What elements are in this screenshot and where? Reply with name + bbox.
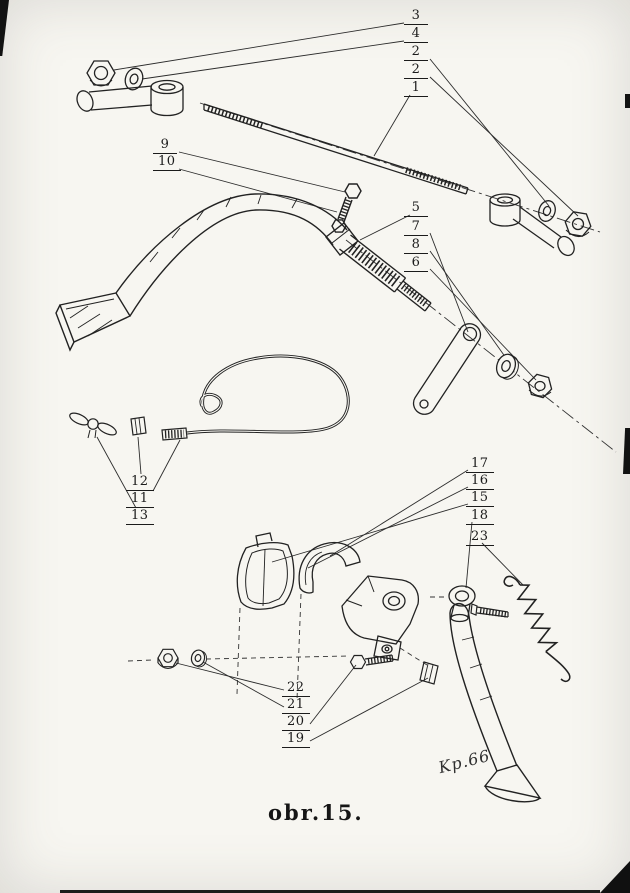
part-label-10: 10 [153,154,181,171]
part-label-21: 21 [282,697,310,714]
scan-artifact-bottom-line [60,890,600,893]
part-label-19: 19 [282,731,310,748]
scan-artifact-right-mid [623,428,630,474]
part-label-12: 12 [126,474,154,491]
part-label-4: 4 [404,26,428,43]
part-label-7: 7 [404,219,428,236]
part-label-2a: 2 [404,44,428,61]
stand-clamp-hook [298,542,361,594]
stand-clamp-left [236,532,295,610]
part-label-2b: 2 [404,62,428,79]
centerline-axes [199,102,617,453]
part-label-5: 5 [404,200,428,217]
construction-lines [127,593,448,701]
part-label-1: 1 [404,80,428,97]
part-label-20: 20 [282,714,310,731]
leader-lines [96,22,579,742]
part-label-3: 3 [404,8,428,25]
hex-nut-top [86,60,116,86]
brake-pedal [55,183,432,352]
part-label-13: 13 [126,508,154,525]
scan-artifact-bottom-right [600,861,630,893]
part-label-9: 9 [153,137,177,154]
scan-artifact-right-dash [625,94,630,108]
small-screw [470,603,509,618]
washer-21 [190,649,208,668]
part-label-15: 15 [466,490,494,507]
nut-6 [527,373,553,399]
upper-right-lever [489,193,592,257]
part-label-6: 6 [404,255,428,272]
bracket-arm [412,323,482,415]
part-label-18: 18 [466,508,494,525]
cable-clamp [130,416,147,436]
spacer-sleeve [419,661,439,685]
pivot-eye-bolt [448,585,476,623]
cable-assembly [69,354,350,441]
part-label-22: 22 [282,680,310,697]
bolt-20 [349,654,394,670]
return-spring [503,575,571,682]
nut-22 [157,648,179,669]
stand-bracket [341,575,420,661]
figure-caption: obr.15. [268,800,364,825]
washer-8 [495,353,519,380]
part-label-16: 16 [466,473,494,490]
part-label-8: 8 [404,237,428,254]
washer-top [124,67,144,91]
part-label-23: 23 [466,529,494,546]
washer-right [538,200,556,222]
scan-artifact-top-left [0,0,9,56]
cable-end-barrel [161,427,188,441]
stand-leg [449,602,542,803]
upper-left-lever [76,60,184,117]
wing-nut [69,412,89,426]
part-label-17: 17 [466,456,494,473]
part-label-11: 11 [126,491,154,508]
long-rod [203,103,469,195]
